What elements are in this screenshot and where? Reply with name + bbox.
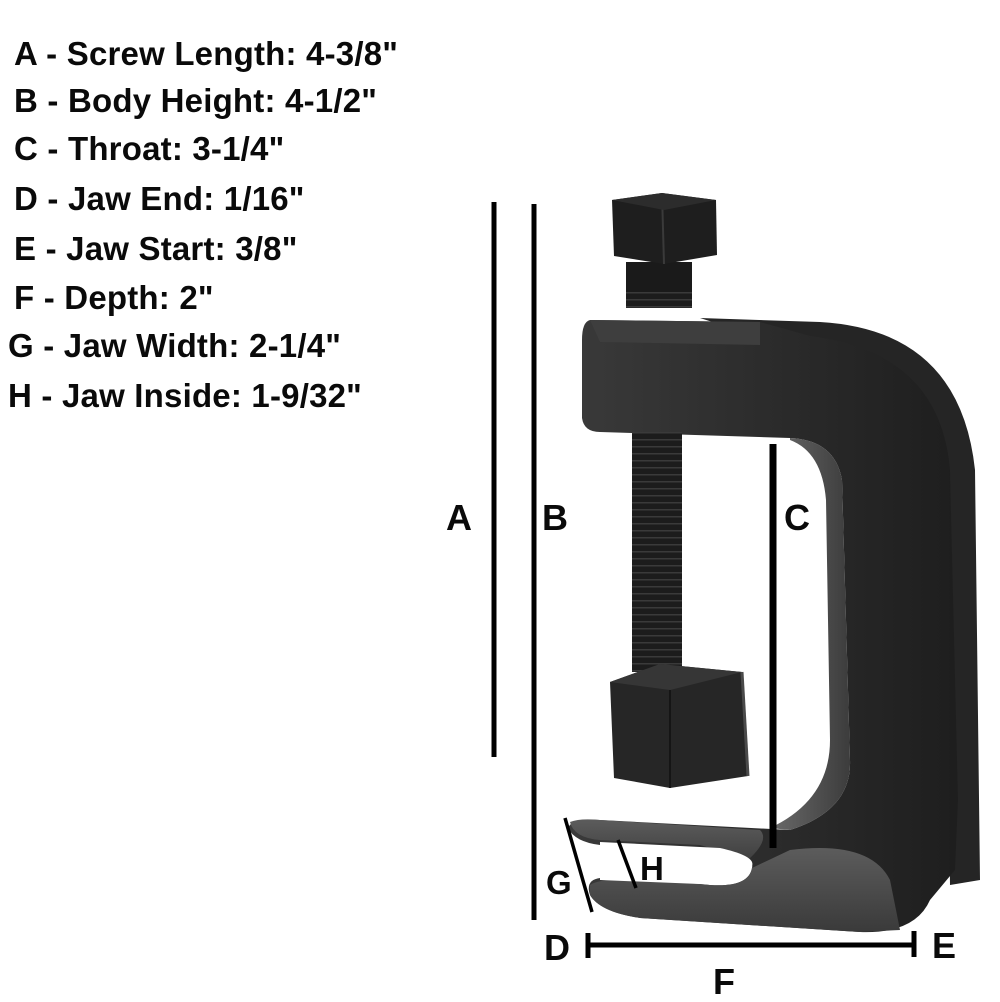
spec-screw-length: A - Screw Length: 4-3/8" — [14, 35, 399, 72]
spec-depth: F - Depth: 2" — [14, 279, 214, 316]
label-g: G — [546, 864, 572, 901]
spec-jaw-width: G - Jaw Width: 2-1/4" — [8, 327, 342, 364]
spec-jaw-start: E - Jaw Start: 3/8" — [14, 230, 298, 267]
clamp-body — [568, 320, 958, 933]
label-b: B — [542, 497, 568, 538]
bottom-hex-nut — [610, 664, 750, 788]
spec-throat: C - Throat: 3-1/4" — [14, 130, 285, 167]
top-hex-nut — [612, 192, 717, 265]
label-f: F — [713, 961, 735, 1002]
label-c: C — [784, 497, 810, 538]
dimension-line-h — [616, 839, 638, 889]
spec-jaw-inside: H - Jaw Inside: 1-9/32" — [8, 377, 363, 414]
label-d: D — [544, 927, 570, 968]
label-e: E — [932, 925, 957, 966]
label-a: A — [446, 497, 472, 538]
clamp-screw — [626, 262, 692, 672]
dimension-lines — [491, 202, 917, 958]
spec-jaw-end: D - Jaw End: 1/16" — [14, 180, 305, 217]
spec-body-height: B - Body Height: 4-1/2" — [14, 82, 378, 119]
clamp-jaw — [570, 819, 900, 932]
dimension-line-g — [563, 817, 594, 913]
label-h: H — [640, 850, 664, 887]
